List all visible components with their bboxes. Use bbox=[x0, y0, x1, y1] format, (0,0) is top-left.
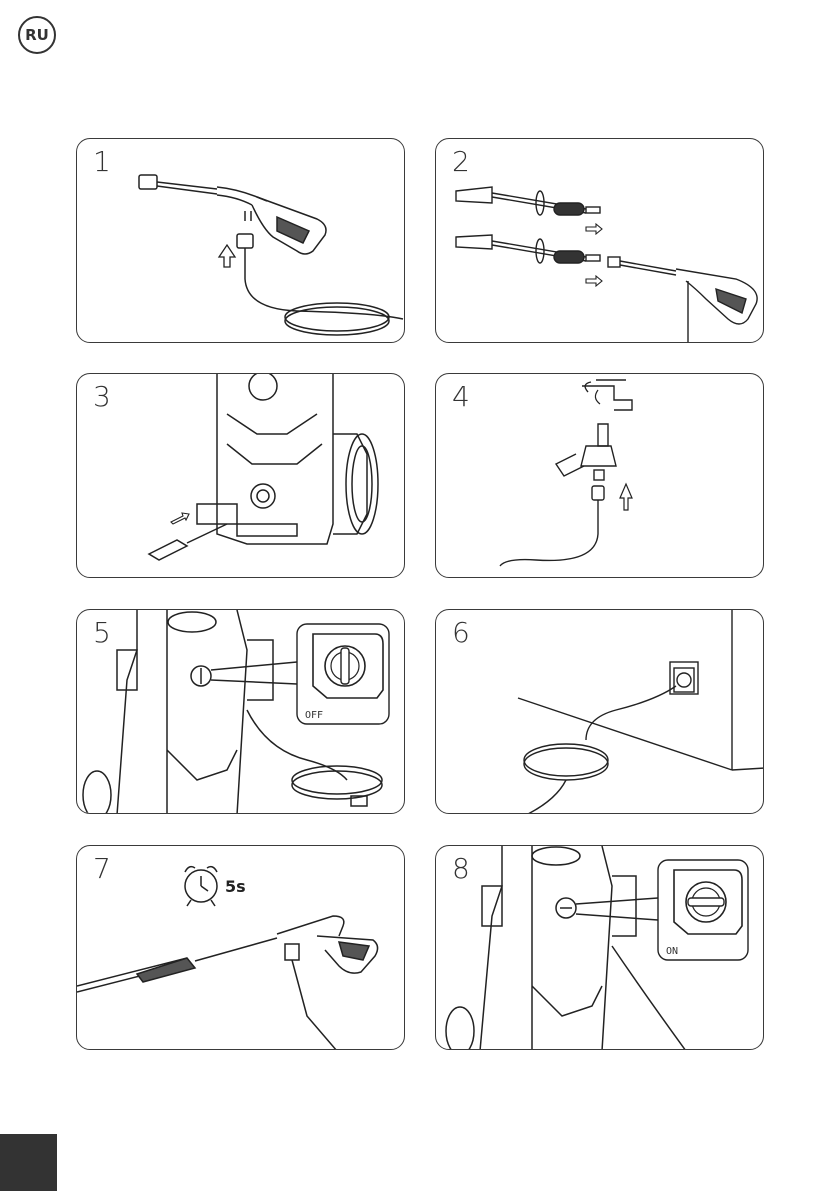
language-badge: RU bbox=[18, 16, 56, 54]
step-number: 7 bbox=[93, 852, 111, 885]
switch-state-label: OFF bbox=[305, 710, 323, 721]
step-6-panel: 6 bbox=[435, 609, 764, 814]
step-8-panel: ON 8 bbox=[435, 845, 764, 1050]
step-number: 2 bbox=[452, 145, 470, 178]
step-number: 4 bbox=[452, 380, 470, 413]
step-number: 1 bbox=[93, 145, 111, 178]
step-5-panel: OFF 5 bbox=[76, 609, 405, 814]
step-1-panel: 1 bbox=[76, 138, 405, 343]
switch-state-label: ON bbox=[666, 946, 678, 957]
step-2-panel: 2 bbox=[435, 138, 764, 343]
lance-assembly-illustration bbox=[436, 139, 764, 343]
step-4-panel: 4 bbox=[435, 373, 764, 578]
step-number: 8 bbox=[452, 852, 470, 885]
tap-hose-connect-illustration bbox=[436, 374, 764, 578]
page-corner-tab bbox=[0, 1134, 57, 1191]
step-number: 5 bbox=[93, 616, 111, 649]
step-number: 3 bbox=[93, 380, 111, 413]
power-switch-off-illustration: OFF bbox=[77, 610, 405, 814]
step-number: 6 bbox=[452, 616, 470, 649]
spray-gun-hose-connect-illustration bbox=[77, 139, 405, 343]
power-switch-on-illustration: ON bbox=[436, 846, 764, 1050]
water-inlet-connect-illustration bbox=[77, 374, 405, 578]
timer-duration-label: 5s bbox=[225, 877, 246, 896]
step-3-panel: 3 bbox=[76, 373, 405, 578]
step-7-panel: 5s 7 bbox=[76, 845, 405, 1050]
plug-into-socket-illustration bbox=[436, 610, 764, 814]
